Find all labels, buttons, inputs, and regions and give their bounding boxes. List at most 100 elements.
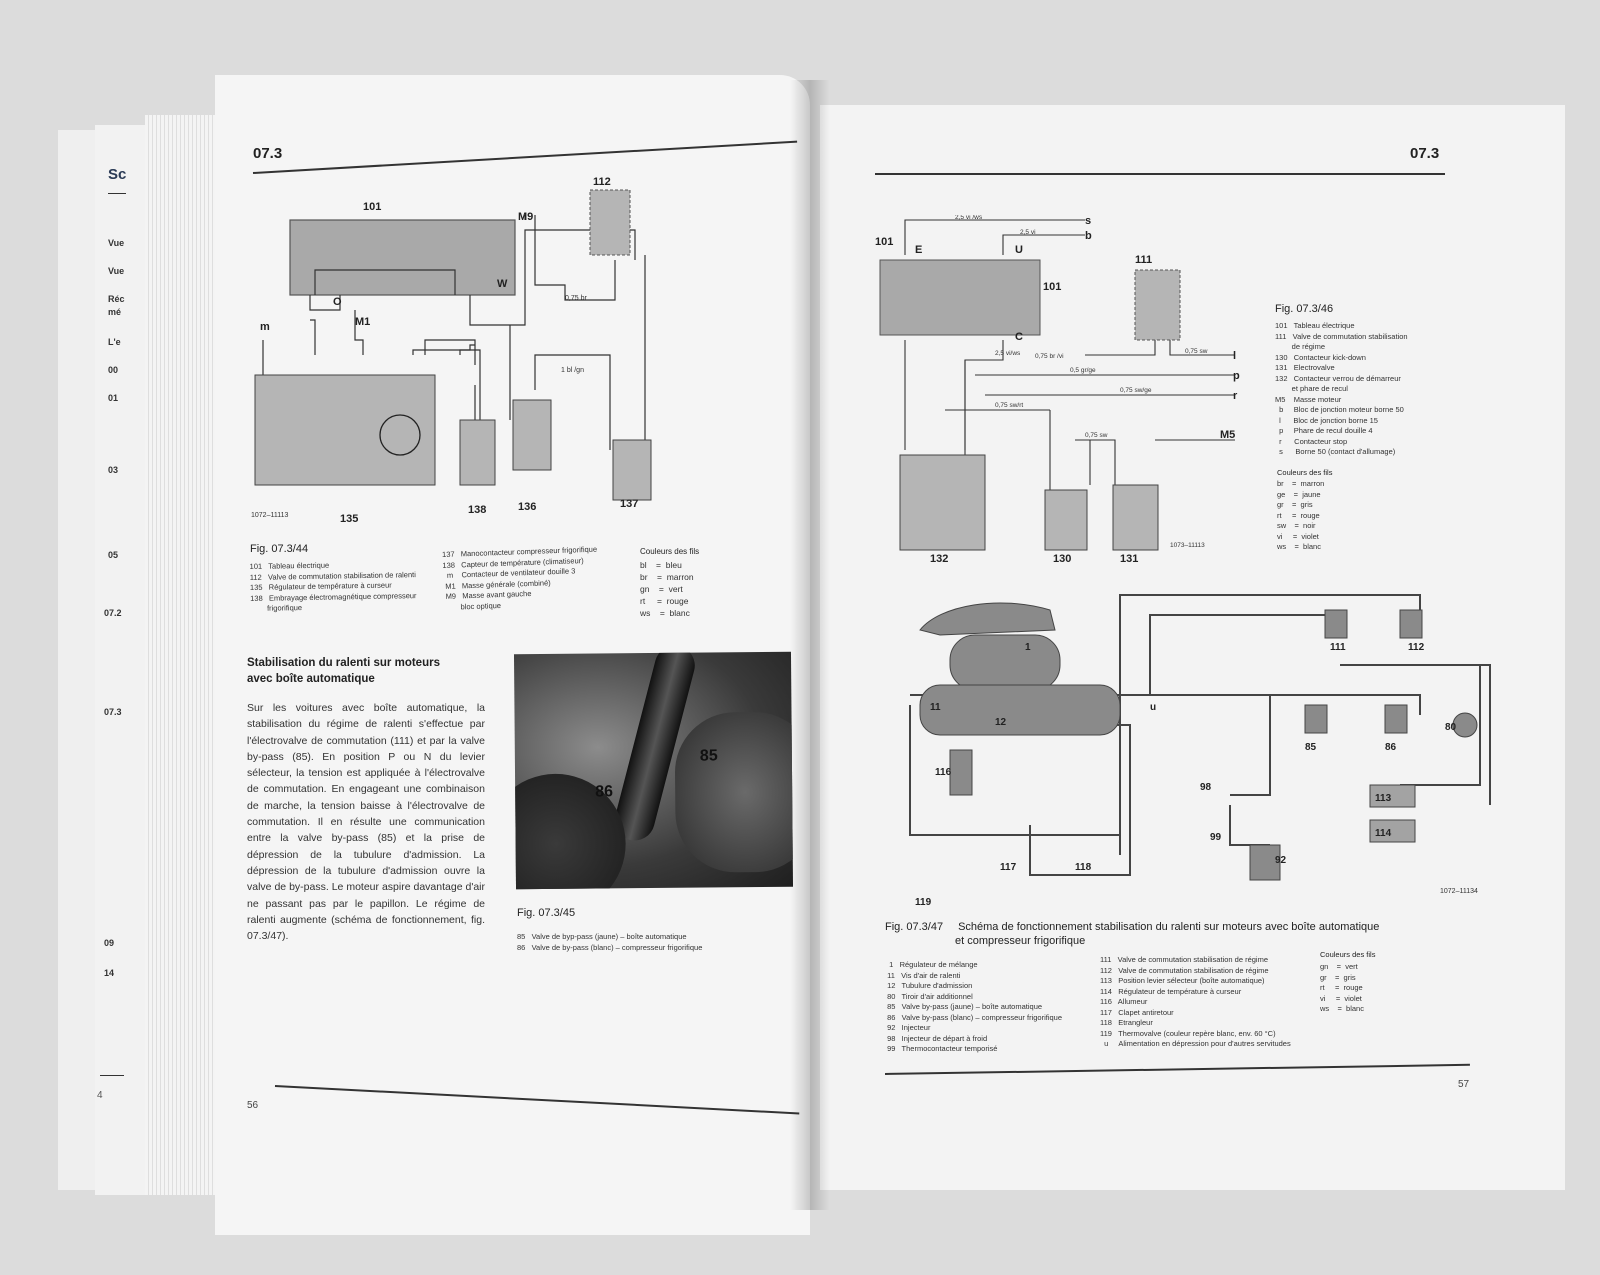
svg-text:2,5 vi /ws: 2,5 vi /ws	[955, 215, 983, 221]
fig44-label: Fig. 07.3/44	[250, 543, 309, 555]
svg-text:132: 132	[930, 553, 948, 565]
svg-text:111: 111	[1330, 642, 1346, 653]
fig46-wiring-diagram: 101 101 111 132 130 131 M5 E U C s b l p…	[875, 215, 1240, 565]
back-page-rule	[108, 193, 126, 194]
svg-text:0,75 br /vi: 0,75 br /vi	[1035, 353, 1064, 360]
svg-text:l: l	[1233, 350, 1236, 362]
svg-text:u: u	[1150, 702, 1156, 713]
svg-text:0,5 gr/ge: 0,5 gr/ge	[1070, 367, 1096, 374]
toc-entry: 07.3	[104, 707, 122, 717]
svg-text:101: 101	[1043, 281, 1061, 293]
svg-text:M9: M9	[518, 211, 533, 223]
svg-text:118: 118	[1075, 862, 1092, 873]
left-page-number: 56	[247, 1100, 259, 1111]
svg-text:1072–11113: 1072–11113	[251, 512, 288, 519]
svg-text:119: 119	[915, 897, 932, 908]
fig45-legend: 85 Valve de byp-pass (jaune) – boîte aut…	[517, 932, 703, 952]
header-rule-right	[875, 173, 1445, 175]
svg-text:114: 114	[1375, 828, 1392, 839]
svg-text:0,75 sw/ge: 0,75 sw/ge	[1120, 387, 1152, 394]
fig44-colors-title: Couleurs des fils	[640, 547, 700, 556]
page-edges	[145, 115, 221, 1195]
toc-entry: 09	[104, 938, 115, 948]
back-page-rule	[100, 1075, 124, 1076]
svg-text:E: E	[915, 244, 922, 256]
fig47-functional-diagram: 1 11 12 80 85 86 92 98 99 111 112 113 11…	[909, 594, 1491, 908]
right-page: 07.3 101 101 111 132 1	[820, 105, 1565, 1190]
svg-text:138: 138	[468, 504, 486, 516]
photo-label-85: 85	[699, 747, 718, 765]
fig44-legend-left: 101 Tableau électrique 112 Valve de comm…	[249, 560, 417, 613]
svg-text:112: 112	[1408, 642, 1425, 653]
svg-text:U: U	[1015, 244, 1023, 256]
svg-text:1: 1	[1025, 642, 1031, 653]
svg-text:m: m	[260, 321, 270, 333]
fig44-colors: bl = bleu br = marron gn = vert rt = rou…	[640, 560, 694, 618]
fig47-legend-left: 1 Régulateur de mélange 11 Vis d'air de …	[887, 960, 1063, 1053]
svg-text:2,5 vi: 2,5 vi	[1020, 229, 1036, 236]
svg-text:101: 101	[875, 236, 893, 248]
svg-text:r: r	[1233, 390, 1238, 402]
fig46-legend: 101 Tableau électrique 111 Valve de comm…	[1275, 321, 1408, 456]
svg-text:117: 117	[1000, 862, 1017, 873]
fig46-label: Fig. 07.3/46	[1275, 303, 1334, 315]
section-header-left: 07.3	[253, 145, 283, 162]
toc-entry: 14	[104, 968, 115, 978]
svg-text:b: b	[1085, 230, 1092, 242]
svg-text:101: 101	[363, 201, 381, 213]
svg-text:111: 111	[1135, 254, 1152, 266]
svg-text:85: 85	[1305, 742, 1317, 753]
toc-entry: 03	[108, 465, 119, 475]
fig45-label: Fig. 07.3/45	[517, 907, 576, 919]
svg-text:11: 11	[930, 702, 941, 713]
toc-entry: 01	[108, 393, 119, 403]
toc-entry: mé	[108, 307, 122, 317]
toc-entry: L'e	[108, 337, 121, 347]
toc-entry: Vue	[108, 266, 125, 276]
footer-rule-right	[884, 1063, 1470, 1075]
svg-text:99: 99	[1210, 832, 1222, 843]
svg-text:137: 137	[620, 498, 638, 510]
fig47-caption: Fig. 07.3/47 Schéma de fonctionnement st…	[885, 920, 1445, 948]
svg-text:112: 112	[593, 176, 611, 188]
article-body: Sur les voitures avec boîte automatique,…	[247, 702, 485, 943]
svg-text:86: 86	[1385, 742, 1397, 753]
svg-text:80: 80	[1445, 722, 1457, 733]
article-heading-line2: avec boîte automatique	[247, 673, 375, 685]
svg-text:116: 116	[935, 767, 952, 778]
fig46-colors: br = marron ge = jaune gr = gris rt = ro…	[1277, 479, 1325, 551]
article-heading-line1: Stabilisation du ralenti sur moteurs	[247, 657, 440, 669]
book-spine-shadow	[790, 80, 830, 1210]
article-heading: Stabilisation du ralenti sur moteurs ave…	[247, 655, 487, 687]
svg-text:M1: M1	[355, 316, 370, 328]
section-header-right: 07.3	[1410, 145, 1440, 162]
svg-text:1072–11134: 1072–11134	[1440, 888, 1478, 895]
svg-text:s: s	[1085, 215, 1091, 227]
svg-text:2,5 vi/ws: 2,5 vi/ws	[995, 350, 1021, 357]
back-page-title: Sc	[108, 166, 127, 183]
svg-text:p: p	[1233, 370, 1240, 382]
toc-entry: 00	[108, 365, 119, 375]
svg-text:12: 12	[995, 717, 1007, 728]
svg-text:M5: M5	[1220, 429, 1235, 441]
svg-text:135: 135	[340, 513, 358, 525]
svg-text:1 bl /gn: 1 bl /gn	[561, 367, 584, 374]
fig47-title-line2: et compresseur frigorifique	[955, 935, 1086, 947]
svg-text:O: O	[333, 296, 342, 308]
fig47-colors: gn = vert gr = gris rt = rouge vi = viol…	[1320, 962, 1364, 1013]
svg-text:113: 113	[1375, 793, 1392, 804]
photo-pipe	[674, 711, 794, 873]
svg-text:1073–11113: 1073–11113	[1170, 542, 1205, 549]
svg-text:0,75 sw: 0,75 sw	[1085, 432, 1108, 439]
toc-entry: Vue	[108, 238, 125, 248]
toc-entry: 05	[108, 550, 119, 560]
svg-text:131: 131	[1120, 553, 1138, 565]
svg-text:0,75 sw/rt: 0,75 sw/rt	[995, 402, 1023, 409]
toc-entry: Réc	[108, 294, 125, 304]
svg-text:0,75 sw: 0,75 sw	[1185, 348, 1208, 355]
photo-label-86: 86	[595, 783, 614, 801]
svg-text:98: 98	[1200, 782, 1212, 793]
fig47-label: Fig. 07.3/47	[885, 921, 944, 933]
fig44-legend-mid: 137 Manocontacteur compresseur frigorifi…	[441, 544, 598, 612]
fig46-colors-title: Couleurs des fils	[1277, 468, 1333, 477]
